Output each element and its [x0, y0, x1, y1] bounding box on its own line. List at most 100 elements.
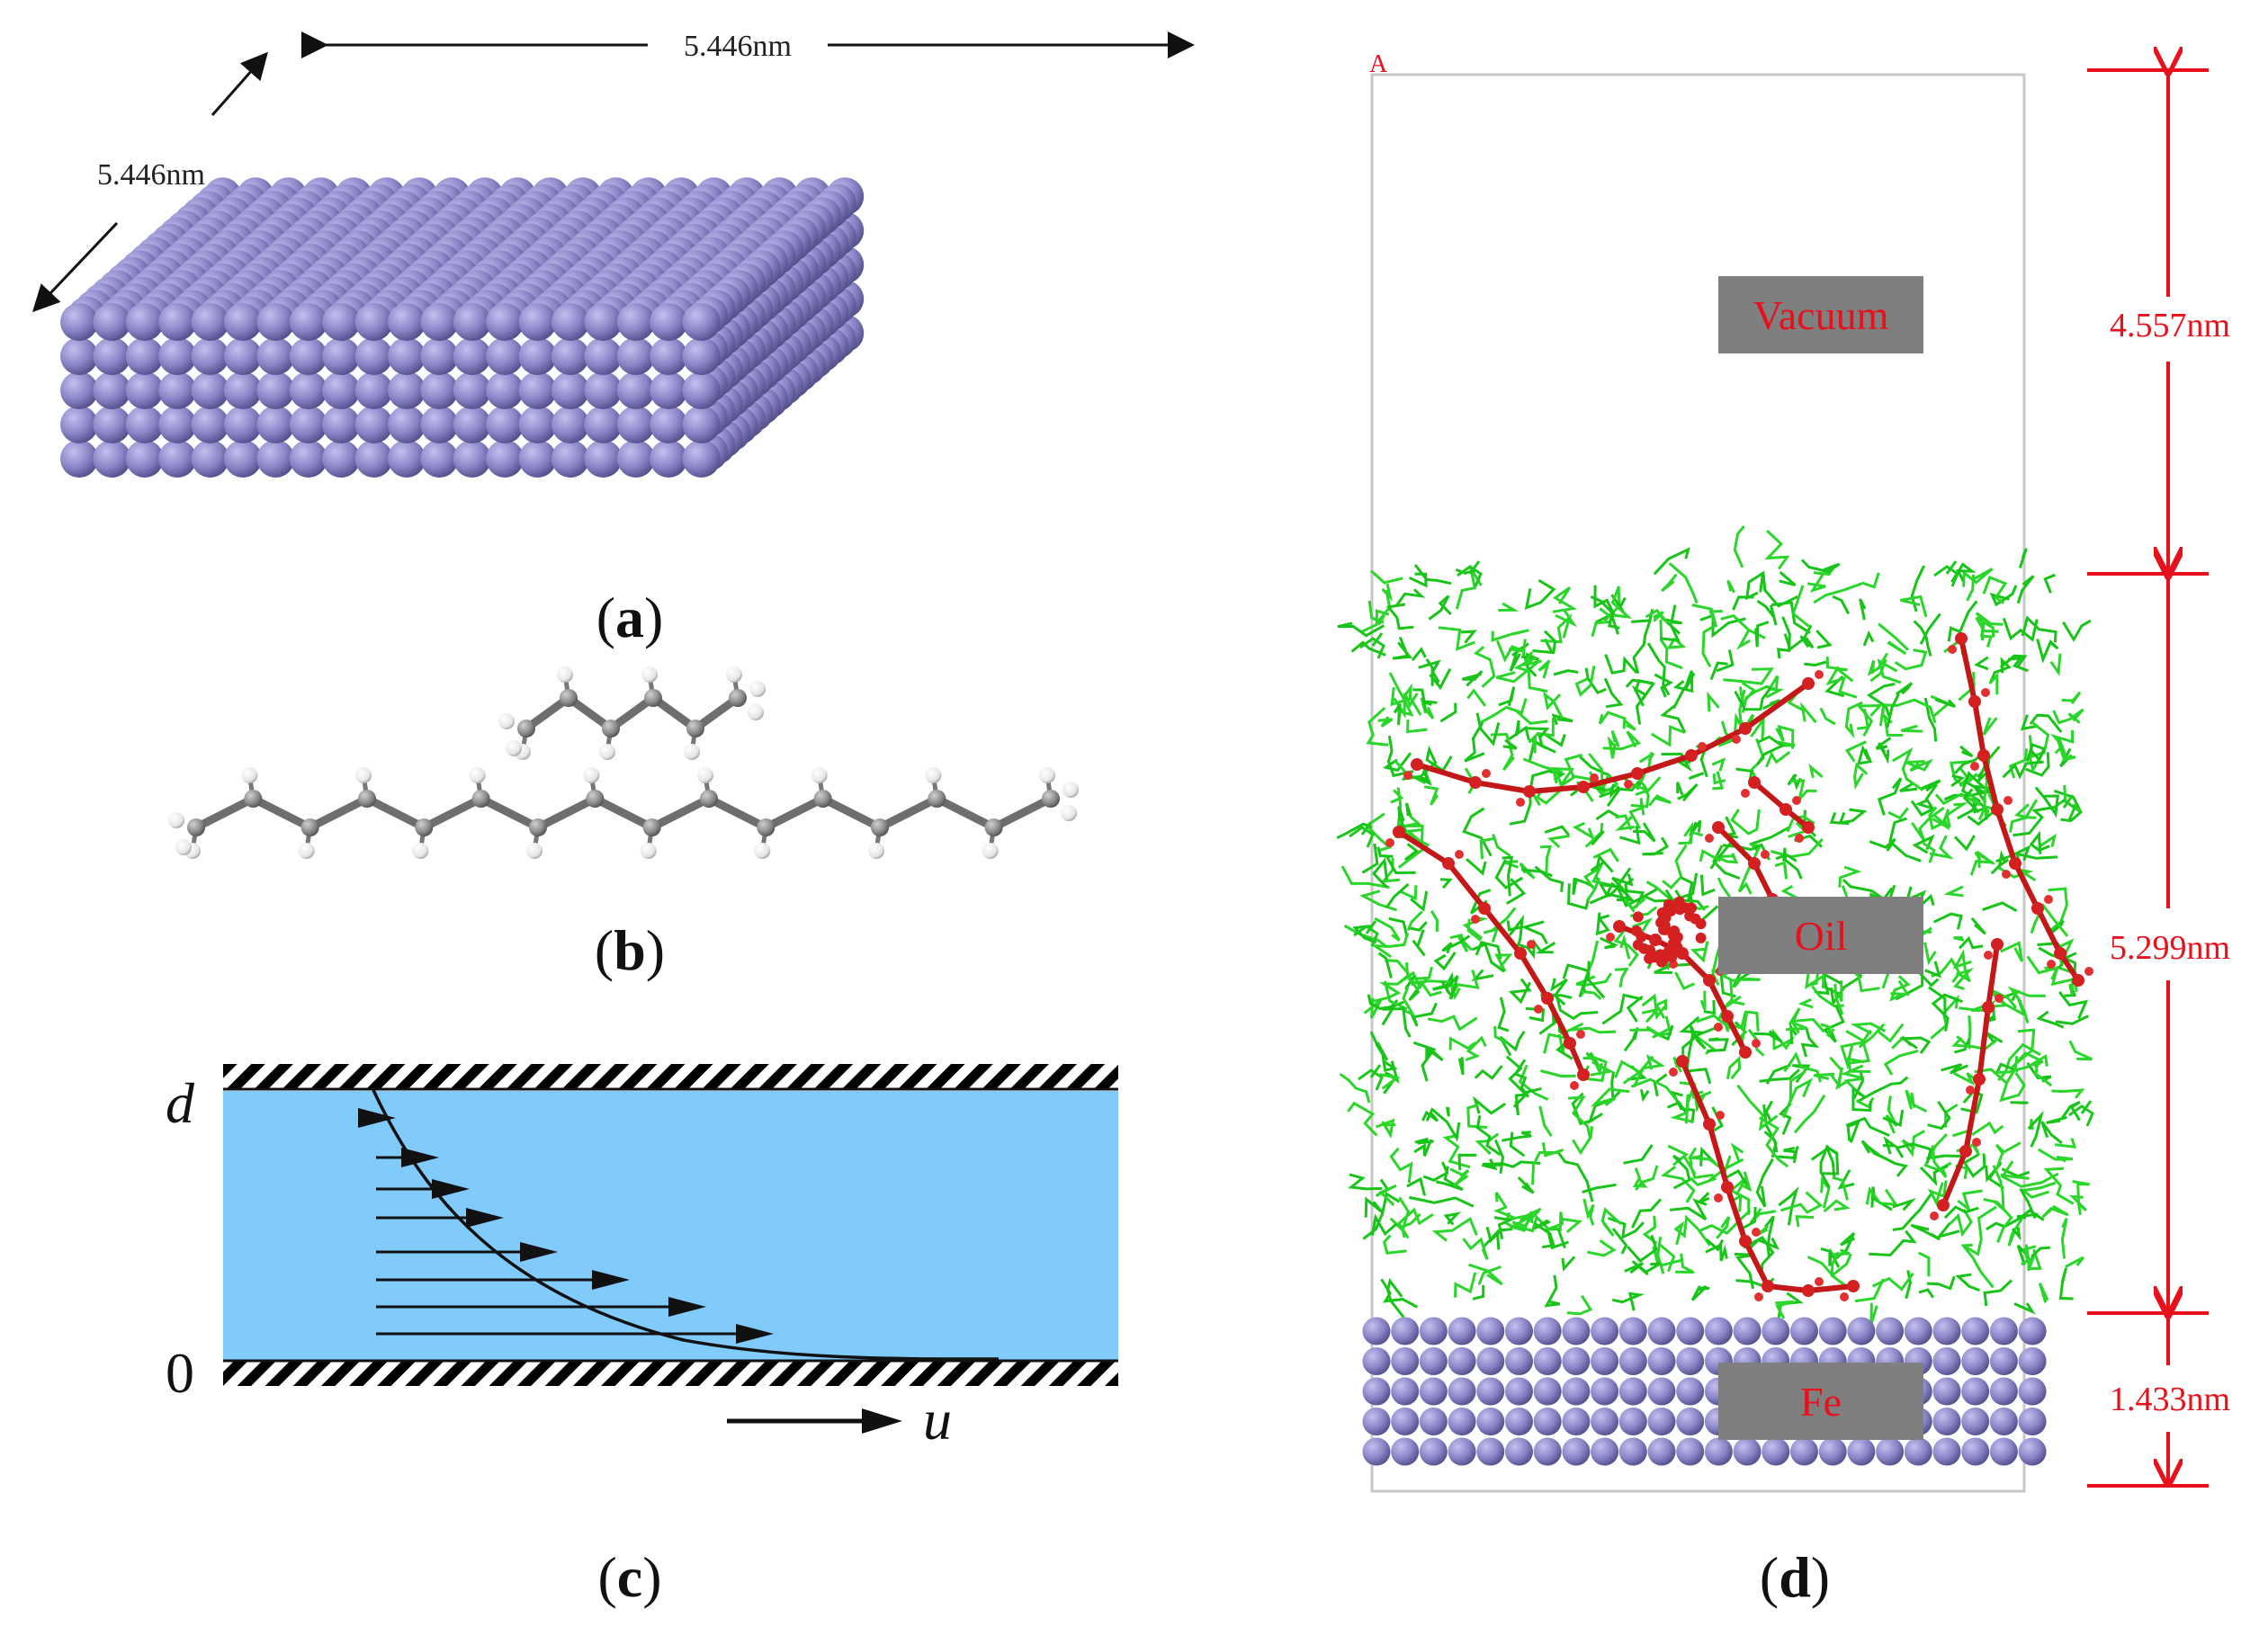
- additive-atom: [1840, 1292, 1849, 1301]
- fe-atom: [158, 303, 197, 341]
- fe-atom: [1362, 1317, 1391, 1345]
- oil-molecule-fragment: [1421, 1110, 1439, 1122]
- oil-molecule-fragment: [2058, 990, 2089, 1020]
- oil-molecule-fragment: [1701, 623, 1717, 668]
- oil-molecule-fragment: [1425, 1045, 1444, 1062]
- carbon-atom: [517, 720, 535, 738]
- oil-molecule-fragment: [1889, 975, 1911, 1002]
- hydrogen-atom: [697, 767, 713, 783]
- oil-molecule-fragment: [1490, 732, 1515, 772]
- oil-molecule-fragment: [1590, 1060, 1615, 1077]
- additive-atom: [2004, 796, 2013, 805]
- oil-molecule-fragment: [1699, 990, 1707, 1011]
- fe-atom: [158, 371, 197, 409]
- oil-molecule-fragment: [1699, 1209, 1752, 1236]
- oil-molecule-fragment: [1838, 808, 1868, 825]
- hydrogen-atom: [506, 740, 522, 756]
- oil-molecule-fragment: [1587, 1090, 1621, 1125]
- oil-molecule-fragment: [1394, 588, 1426, 607]
- hydrogen-atom: [469, 767, 486, 783]
- oil-molecule-fragment: [1408, 572, 1428, 588]
- oil-molecule-fragment: [1375, 1042, 1398, 1072]
- oil-molecule-fragment: [1672, 672, 1696, 710]
- fe-atom: [1362, 1377, 1391, 1406]
- additive-atom: [1469, 776, 1482, 789]
- oil-molecule-fragment: [1370, 932, 1410, 959]
- fe-atom: [1362, 1347, 1391, 1375]
- oil-molecule-fragment: [2052, 708, 2084, 725]
- oil-molecule-fragment: [1414, 1137, 1434, 1145]
- oil-molecule-fragment: [1923, 697, 1938, 742]
- oil-molecule-fragment: [1464, 721, 1485, 763]
- additive-atom: [1385, 838, 1394, 847]
- oil-molecule-fragment: [1805, 968, 1825, 989]
- oil-molecule-fragment: [1997, 1042, 2041, 1082]
- oil-molecule-fragment: [1377, 716, 1394, 728]
- carbon-atom: [871, 818, 889, 836]
- fe-atom: [584, 337, 623, 375]
- oil-molecule-fragment: [1462, 1237, 1489, 1261]
- fe-atom: [1876, 1317, 1905, 1345]
- additive-atom: [2009, 857, 2021, 870]
- oil-molecule-fragment: [1813, 582, 1863, 604]
- oil-molecule-fragment: [1995, 1062, 2019, 1074]
- additive-atom: [1674, 904, 1686, 916]
- oil-molecule-fragment: [1376, 846, 1394, 858]
- additive-atom: [1995, 994, 2004, 1003]
- fe-atom: [256, 440, 295, 478]
- oil-molecule-fragment: [2039, 833, 2057, 847]
- oil-molecule-fragment: [1358, 1064, 1384, 1091]
- oil-molecule-fragment: [1495, 669, 1528, 684]
- oil-molecule-fragment: [1601, 993, 1643, 1025]
- fe-atom: [322, 406, 361, 443]
- oil-molecule-fragment: [1832, 1176, 1849, 1201]
- fe-atom: [354, 440, 393, 478]
- oil-molecule-fragment: [1591, 830, 1605, 846]
- fe-atom: [584, 406, 623, 443]
- oil-molecule-fragment: [1982, 901, 2018, 913]
- velocity-label: u: [923, 1388, 952, 1452]
- hydrogen-atom: [583, 767, 600, 783]
- additive-atom: [1695, 932, 1707, 943]
- oil-molecule-fragment: [1553, 669, 1579, 676]
- fe-atom: [224, 406, 262, 443]
- oil-molecule-fragment: [2016, 1212, 2039, 1220]
- oil-molecule-fragment: [1425, 657, 1434, 686]
- oil-molecule-fragment: [1780, 884, 1797, 899]
- oil-molecule-fragment: [1430, 910, 1439, 933]
- additive-atom: [1802, 1284, 1815, 1297]
- fe-atom: [1533, 1408, 1562, 1435]
- oil-molecule-fragment: [1475, 941, 1502, 960]
- oil-molecule-fragment: [1899, 782, 1918, 792]
- fe-atom: [650, 337, 688, 375]
- oil-molecule-fragment: [1865, 1186, 1899, 1207]
- oil-molecule-fragment: [1460, 630, 1477, 644]
- oil-molecule-fragment: [1674, 971, 1695, 990]
- fe-atom: [1533, 1347, 1562, 1375]
- fe-atom: [1448, 1347, 1476, 1375]
- oil-molecule-fragment: [1543, 630, 1557, 655]
- oil-molecule-fragment: [1382, 1234, 1407, 1255]
- hydrogen-atom: [241, 767, 258, 783]
- oil-molecule-fragment: [1762, 699, 1781, 711]
- fe-atom: [420, 440, 459, 478]
- oil-molecule-fragment: [1646, 642, 1671, 696]
- fe-atom: [453, 371, 491, 409]
- oil-molecule-fragment: [2007, 1218, 2023, 1247]
- oil-molecule-fragment: [2063, 784, 2081, 813]
- oil-molecule-fragment: [1743, 1236, 1775, 1274]
- oil-molecule-fragment: [1454, 1272, 1477, 1298]
- oil-molecule-fragment: [1732, 595, 1754, 611]
- oil-molecule-fragment: [1599, 786, 1623, 807]
- oil-molecule-fragment: [2038, 1283, 2049, 1303]
- oil-molecule-fragment: [2007, 986, 2046, 1003]
- oil-molecule-fragment: [1787, 1077, 1814, 1107]
- oil-molecule-fragment: [1734, 686, 1772, 711]
- oil-molecule-fragment: [1740, 1171, 1753, 1193]
- fe-atom: [420, 371, 459, 409]
- fe-atom: [354, 406, 393, 443]
- oil-molecule-fragment: [1977, 763, 1987, 782]
- oil-molecule-fragment: [1642, 1215, 1658, 1245]
- long-alkane-molecule: [168, 767, 1079, 859]
- oil-molecule-fragment: [1699, 874, 1716, 897]
